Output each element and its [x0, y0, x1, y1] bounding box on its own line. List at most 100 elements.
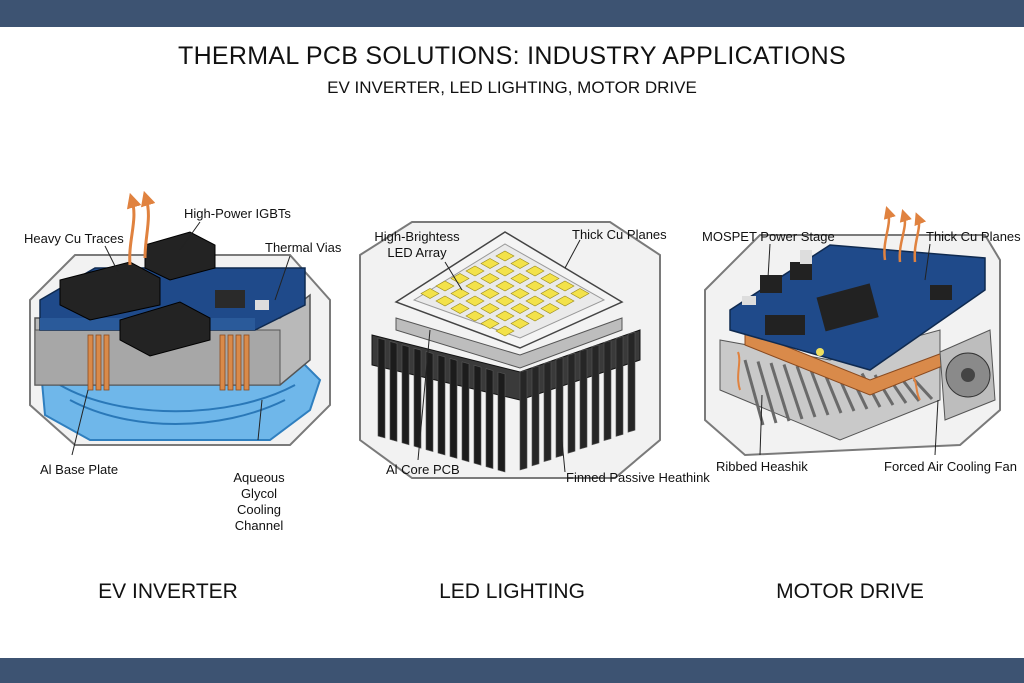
led-chip [450, 288, 470, 299]
led-chip [525, 265, 545, 277]
page-title: THERMAL PCB SOLUTIONS: INDUSTRY APPLICAT… [178, 42, 846, 70]
label-led-line2: LED Array [387, 245, 447, 260]
heatsink-rib [743, 359, 765, 426]
led-chip [465, 295, 485, 307]
heatsink-fin [449, 358, 458, 459]
heat-arrow-icon [898, 209, 912, 263]
label-cooling-fan: Forced Air Cooling Fan [884, 459, 1017, 474]
heatsink-rib [769, 362, 791, 422]
label-thick-cu-planes-led: Thick Cu Planes [572, 227, 667, 242]
label-ribbed-heatsink: Ribbed Heashik [716, 459, 808, 474]
ev-inverter-illustration [29, 190, 331, 456]
heatsink-fin [497, 371, 506, 473]
heatsink-rib [756, 361, 778, 424]
label-led-line1: High-Brightess [374, 229, 460, 244]
heat-arrow-icon [140, 190, 156, 259]
led-chip [480, 303, 500, 314]
led-chip [465, 310, 485, 322]
page-subtitle: EV INVERTER, LED LIGHTING, MOTOR DRIVE [327, 78, 697, 97]
mcu-chip [816, 283, 879, 332]
led-chip [570, 288, 590, 299]
led-chip [525, 295, 545, 307]
heat-arrow-icon [126, 192, 142, 266]
led-chip [540, 303, 560, 314]
led-chip [480, 288, 500, 299]
heatsink-fin [437, 354, 446, 456]
led-chip [510, 318, 530, 329]
led-chip [540, 288, 560, 299]
heatsink-fin [389, 341, 398, 442]
led-chip [495, 310, 515, 322]
led-chip [495, 280, 515, 292]
led-chip [555, 280, 575, 292]
led-chip [540, 273, 560, 284]
motor-drive-illustration [704, 206, 1001, 457]
label-thermal-vias: Thermal Vias [265, 240, 342, 255]
led-chip [465, 265, 485, 277]
heatsink-fin [473, 364, 482, 466]
label-heavy-cu-traces: Heavy Cu Traces [24, 231, 124, 246]
heatsink-fin [485, 368, 494, 469]
label-thick-cu-planes-motor: Thick Cu Planes [926, 229, 1021, 244]
heatsink-rib [912, 378, 934, 401]
igbt-module [119, 301, 211, 357]
led-chip [495, 250, 515, 262]
heatsink-fins [377, 331, 636, 473]
heatsink-fin [377, 337, 386, 439]
top-band [0, 0, 1024, 27]
panel-title-motor-drive: MOTOR DRIVE [776, 580, 924, 603]
heatsink-fin [461, 361, 470, 463]
heatsink-fin [603, 340, 612, 441]
heatsink-fin [425, 351, 434, 452]
led-chip [495, 295, 515, 307]
heatsink-rib [795, 365, 817, 418]
bottom-band [0, 658, 1024, 683]
label-al-base-plate: Al Base Plate [40, 462, 119, 477]
label-led-array: High-Brightess LED Array [372, 229, 462, 261]
panel-title-ev-inverter: EV INVERTER [98, 580, 238, 603]
al-core-pcb [395, 317, 623, 369]
heatsink-fin [579, 348, 588, 450]
label-cooling-line2: Cooling Channel [234, 502, 284, 533]
heatsink-fin [413, 347, 422, 449]
heatsink-fin [543, 361, 552, 462]
label-mosfet-power-stage: MOSPET Power Stage [702, 229, 835, 244]
led-chip [555, 295, 575, 307]
label-cooling-line1: Aqueous Glycol [233, 470, 285, 501]
led-chip [480, 273, 500, 284]
heatsink-fin [519, 369, 528, 471]
label-high-power-igbts: High-Power IGBTs [184, 206, 291, 221]
led-chip [495, 325, 515, 337]
heat-arrow-icon [883, 206, 896, 261]
led-chip [495, 265, 515, 277]
heatsink-rib [808, 366, 830, 416]
label-finned-heatsink: Finned Passive Heathink [566, 470, 710, 485]
led-chip [510, 273, 530, 284]
heatsink-fin [531, 365, 540, 467]
heat-arrow-icon [913, 212, 927, 263]
heatsink-rib [782, 364, 804, 420]
led-chip [450, 303, 470, 314]
led-chip [435, 295, 455, 307]
led-chip [510, 258, 530, 269]
led-chip [420, 288, 440, 299]
heatsink-fin [615, 336, 624, 437]
panel-title-led-lighting: LED LIGHTING [439, 580, 585, 603]
led-lighting-illustration [359, 221, 661, 479]
led-array [420, 250, 590, 337]
cooling-fan-icon [939, 329, 996, 421]
thermal-vias [87, 334, 250, 391]
led-chip [435, 280, 455, 292]
led-chip [465, 280, 485, 292]
led-chip [480, 318, 500, 329]
igbt-module [144, 231, 216, 281]
led-chip [510, 303, 530, 314]
led-chip [525, 280, 545, 292]
heatsink-fin [401, 344, 410, 446]
heatsink-fin [627, 331, 636, 433]
heatsink-fin [567, 352, 576, 454]
label-cooling-channel: Aqueous Glycol Cooling Channel [218, 470, 300, 534]
led-chip [525, 310, 545, 322]
label-al-core-pcb: Al Core PCB [386, 462, 460, 477]
